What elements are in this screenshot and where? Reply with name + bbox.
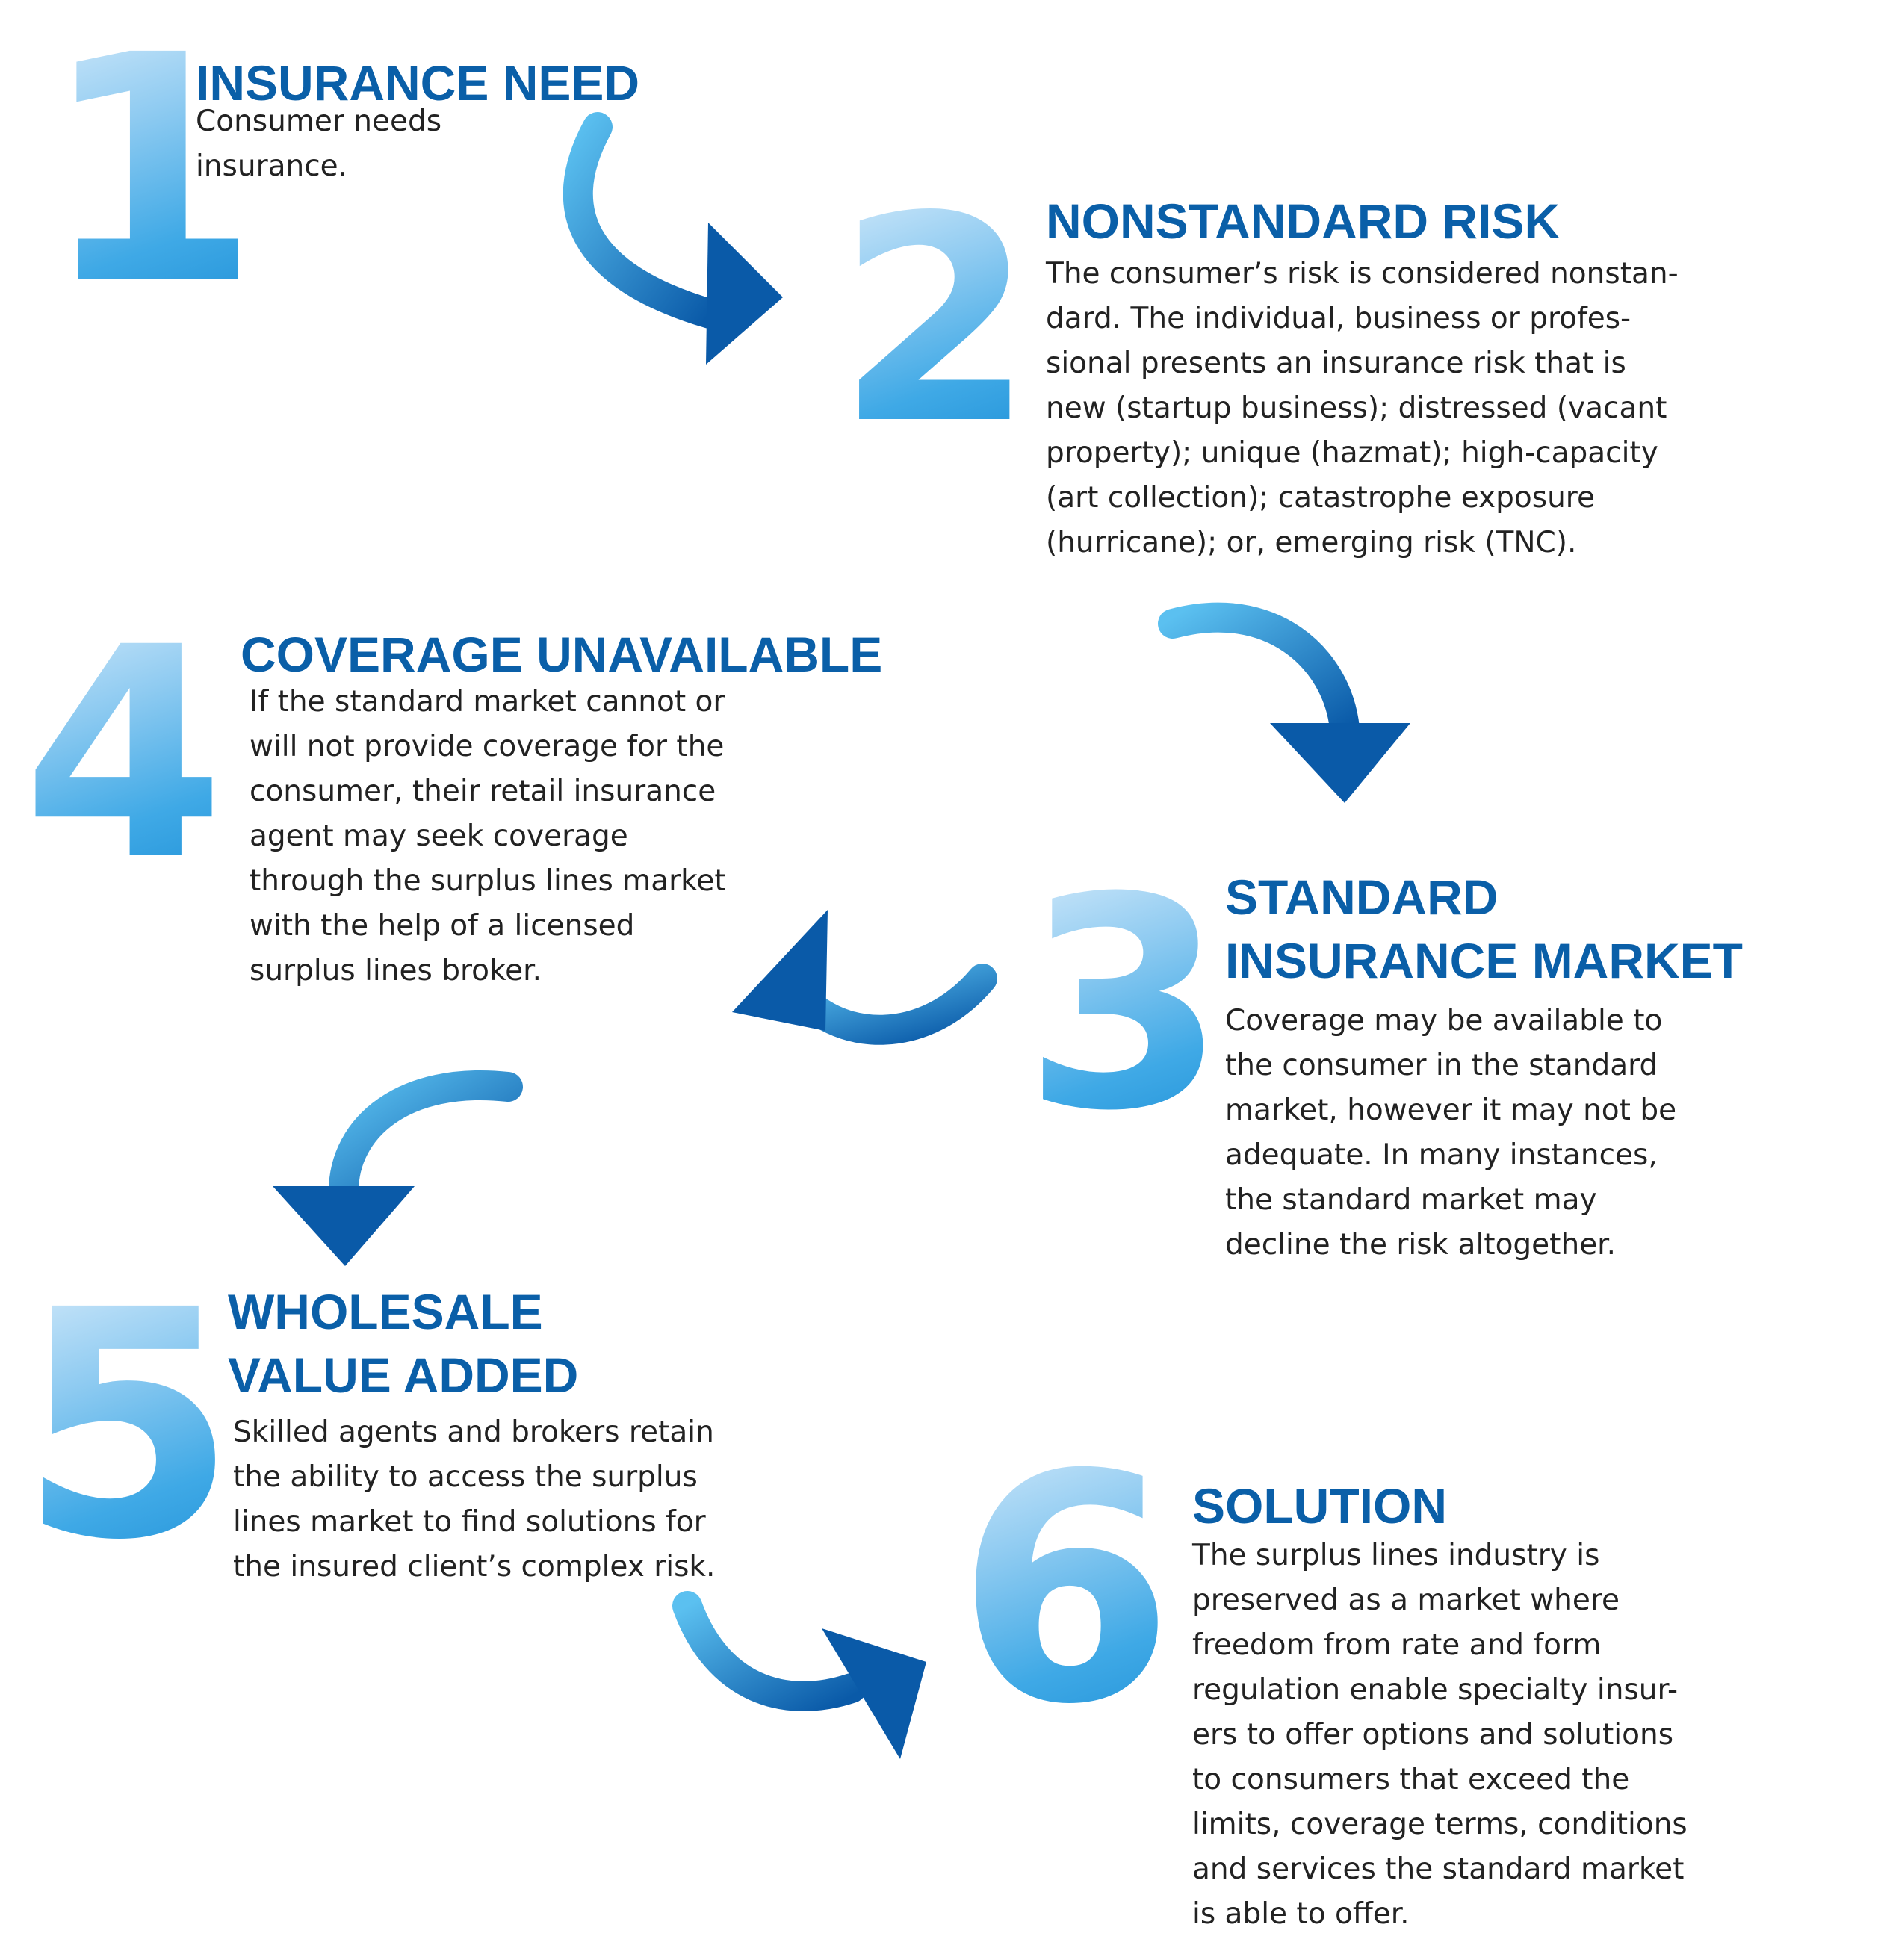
step-5-title-line1: WHOLESALE: [228, 1284, 543, 1339]
arrow-3-to-4-head: [732, 910, 828, 1031]
step-2-number: 2: [837, 155, 1034, 486]
step-2-description: The consumer’s risk is considered nonsta…: [1046, 257, 1679, 559]
step-4-title: COVERAGE UNAVAILABLE: [241, 627, 883, 682]
step-5-description: Skilled agents and brokers retain the ab…: [233, 1415, 716, 1584]
step-6-number: 6: [956, 1408, 1174, 1773]
step-4-description: If the standard market cannot or will no…: [250, 685, 726, 987]
step-1-description: Consumer needs insurance.: [196, 105, 442, 183]
arrow-1-to-2-shaft: [563, 112, 725, 329]
step-1-number: 1: [41, 0, 259, 354]
arrow-5-to-6-head: [822, 1628, 926, 1759]
arrow-4-to-5-shaft: [329, 1070, 523, 1206]
step-3-title-line2: INSURANCE MARKET: [1225, 933, 1743, 988]
step-3-number: 3: [1023, 835, 1226, 1174]
arrow-1-to-2-head: [706, 223, 783, 365]
step-6-title: SOLUTION: [1192, 1478, 1447, 1533]
step-5-number: 5: [19, 1244, 237, 1609]
arrow-4-to-5-head: [273, 1186, 415, 1266]
arrow-2-to-3-head: [1270, 723, 1410, 803]
step-3-title-line1: STANDARD: [1225, 869, 1499, 925]
arrow-5-to-6-shaft: [672, 1591, 867, 1711]
step-5-title-line2: VALUE ADDED: [228, 1348, 579, 1403]
step-6-description: The surplus lines industry is preserved …: [1192, 1539, 1688, 1931]
step-1-title: INSURANCE NEED: [196, 55, 640, 111]
step-4-number: 4: [22, 585, 225, 924]
arrow-2-to-3-shaft: [1158, 602, 1360, 743]
step-2-title: NONSTANDARD RISK: [1046, 193, 1561, 249]
step-3-description: Coverage may be available to the consume…: [1225, 1004, 1677, 1262]
